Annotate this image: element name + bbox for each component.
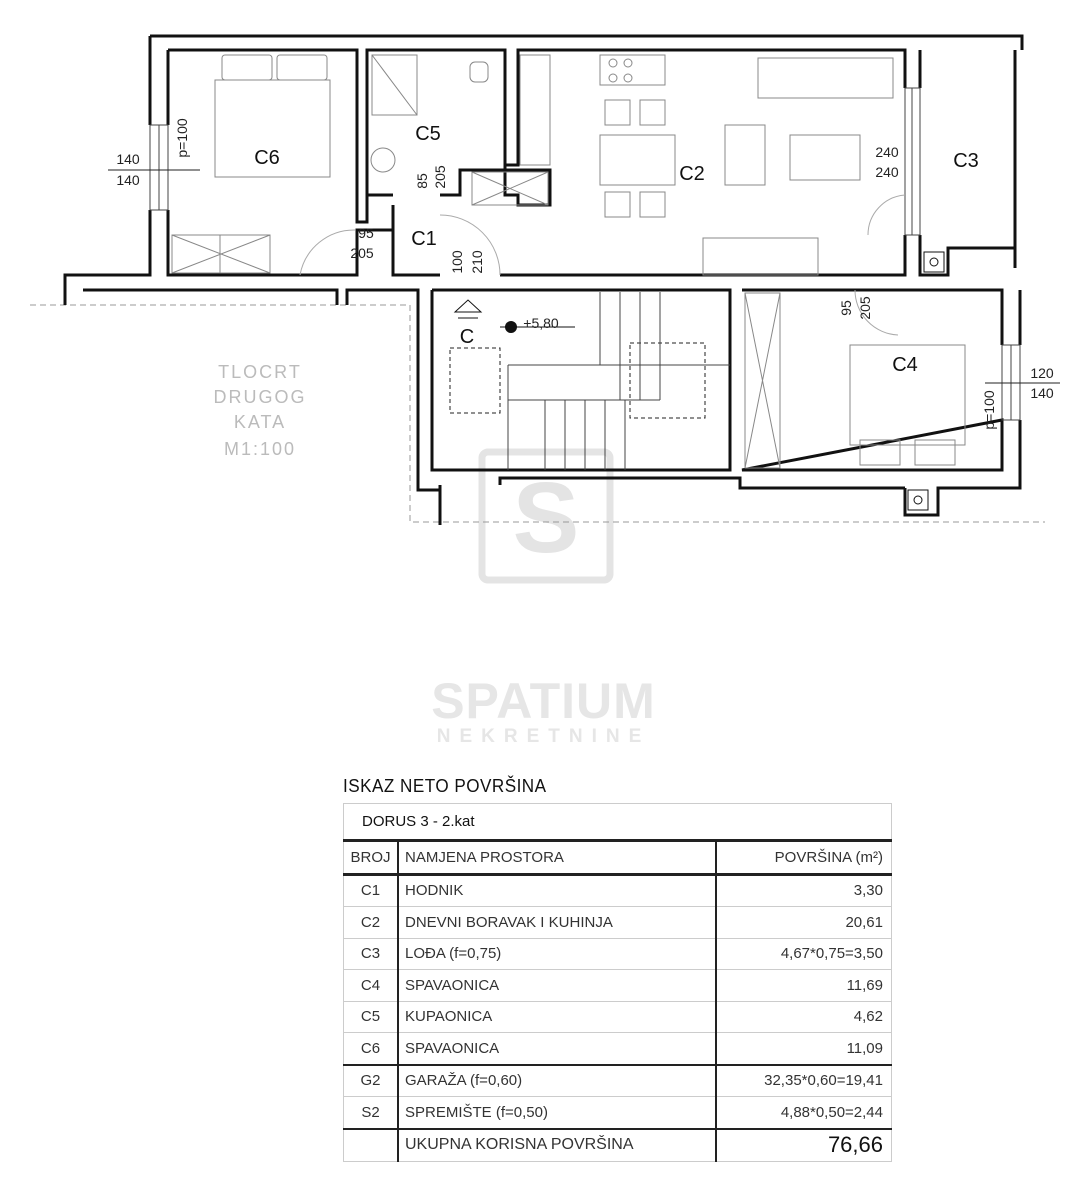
cell-povrsina: 20,61 bbox=[715, 906, 892, 939]
table-header-row: BROJ NAMJENA PROSTORA POVRŠINA (m²) bbox=[343, 840, 892, 876]
cell-namjena: HODNIK bbox=[398, 874, 717, 907]
cell-namjena: SPAVAONICA bbox=[398, 969, 717, 1002]
plan-caption-line: M1:100 bbox=[224, 439, 296, 459]
cell-broj: C6 bbox=[343, 1032, 399, 1066]
dim-label: 210 bbox=[469, 250, 485, 274]
dim-label: p=100 bbox=[981, 390, 997, 430]
cell-namjena: GARAŽA (f=0,60) bbox=[398, 1064, 717, 1097]
dim-label: 240 bbox=[875, 164, 899, 180]
table-subtitle: DORUS 3 - 2.kat bbox=[343, 803, 892, 842]
header-namjena: NAMJENA PROSTORA bbox=[398, 840, 717, 876]
room-label-stair: C bbox=[460, 326, 474, 348]
furniture bbox=[171, 54, 966, 511]
table-total-row: UKUPNA KORISNA POVRŠINA 76,66 bbox=[343, 1128, 892, 1162]
room-label-c3: C3 bbox=[953, 150, 979, 172]
cell-broj: C5 bbox=[343, 1001, 399, 1033]
room-label-c6: C6 bbox=[254, 147, 280, 169]
cell-povrsina: 11,09 bbox=[715, 1032, 892, 1066]
cell-broj: C4 bbox=[343, 969, 399, 1002]
dim-label: 120 bbox=[1030, 365, 1054, 381]
cell-povrsina: 4,88*0,50=2,44 bbox=[715, 1096, 892, 1130]
table-title: ISKAZ NETO POVRŠINA bbox=[343, 776, 547, 796]
dim-label: 205 bbox=[857, 296, 873, 320]
header-povrsina: POVRŠINA (m²) bbox=[715, 840, 892, 876]
elevation-label: +5,80 bbox=[523, 315, 559, 331]
cell-namjena: LOĐA (f=0,75) bbox=[398, 938, 717, 970]
dashed-outline bbox=[30, 304, 1045, 523]
watermark-letter: S bbox=[513, 462, 580, 574]
room-label-c2: C2 bbox=[679, 163, 705, 185]
floor-plan: S bbox=[30, 34, 1060, 584]
cell-povrsina: 4,67*0,75=3,50 bbox=[715, 938, 892, 970]
dim-label: 140 bbox=[116, 172, 140, 188]
dim-label: 95 bbox=[358, 225, 374, 241]
total-value: 76,66 bbox=[715, 1128, 892, 1162]
header-broj: BROJ bbox=[343, 840, 399, 876]
dim-label: 100 bbox=[449, 250, 465, 274]
total-label: UKUPNA KORISNA POVRŠINA bbox=[398, 1128, 717, 1162]
plan-caption-line: TLOCRT bbox=[218, 362, 302, 382]
cell-povrsina: 11,69 bbox=[715, 969, 892, 1002]
area-table: DORUS 3 - 2.kat BROJ NAMJENA PROSTORA PO… bbox=[343, 803, 892, 1162]
cell-povrsina: 32,35*0,60=19,41 bbox=[715, 1064, 892, 1097]
cell-broj: S2 bbox=[343, 1096, 399, 1130]
room-label-c4: C4 bbox=[892, 354, 918, 376]
walls bbox=[63, 34, 1024, 525]
dim-label: 140 bbox=[116, 151, 140, 167]
dim-label: 205 bbox=[432, 165, 448, 189]
dim-label: 240 bbox=[875, 144, 899, 160]
plan-caption-line: DRUGOG bbox=[214, 387, 307, 407]
room-label-c5: C5 bbox=[415, 123, 441, 145]
dim-label: 140 bbox=[1030, 385, 1054, 401]
watermark-logo bbox=[478, 448, 614, 584]
dim-label: 85 bbox=[414, 173, 430, 189]
cell-broj: C2 bbox=[343, 906, 399, 939]
cell-povrsina: 4,62 bbox=[715, 1001, 892, 1033]
cell-broj: C3 bbox=[343, 938, 399, 970]
cell-namjena: SPAVAONICA bbox=[398, 1032, 717, 1066]
watermark-name: SPATIUM bbox=[431, 673, 656, 729]
dim-label: p=100 bbox=[174, 118, 190, 158]
total-empty-cell bbox=[343, 1128, 399, 1162]
cell-broj: C1 bbox=[343, 874, 399, 907]
dim-label: 95 bbox=[838, 300, 854, 316]
cell-namjena: DNEVNI BORAVAK I KUHINJA bbox=[398, 906, 717, 939]
room-label-c1: C1 bbox=[411, 228, 437, 250]
cell-namjena: SPREMIŠTE (f=0,50) bbox=[398, 1096, 717, 1130]
cell-povrsina: 3,30 bbox=[715, 874, 892, 907]
cell-broj: G2 bbox=[343, 1064, 399, 1097]
dim-label: 205 bbox=[350, 245, 374, 261]
watermark-subtitle: NEKRETNINE bbox=[436, 726, 651, 747]
plan-caption-line: KATA bbox=[234, 412, 286, 432]
cell-namjena: KUPAONICA bbox=[398, 1001, 717, 1033]
